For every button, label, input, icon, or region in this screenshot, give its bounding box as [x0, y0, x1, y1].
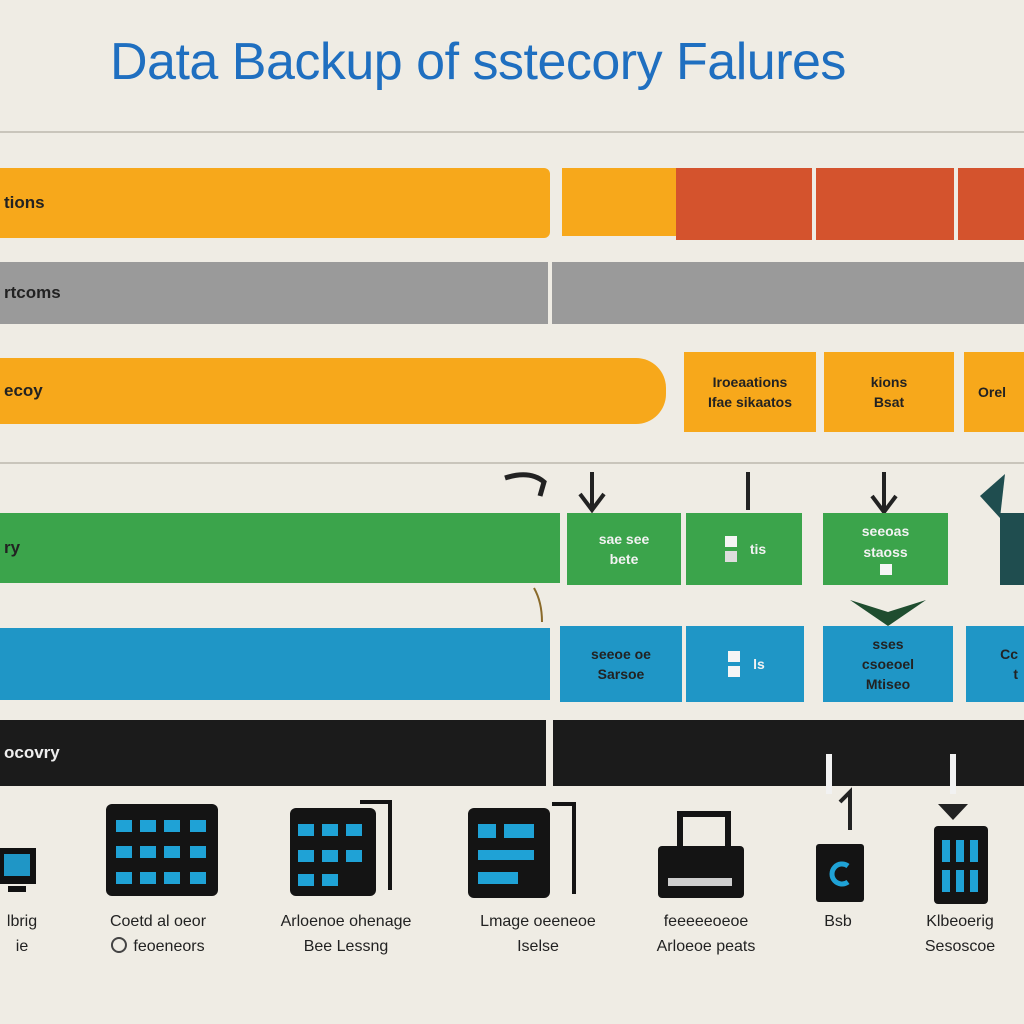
server-rack-icon [290, 800, 392, 896]
box-text: sses [872, 635, 904, 652]
orange-step-box: Orel [964, 352, 1024, 432]
blue-step-box: ls [686, 626, 804, 702]
row-segment-orange [562, 168, 677, 236]
box-text: seeoe oe [591, 645, 651, 662]
arrow-head [938, 804, 968, 820]
device-caption: Klbeoerig Sesoscoe [925, 910, 995, 960]
arrow-head-green [850, 600, 926, 626]
box-text: t [1013, 666, 1018, 682]
connector-stub [950, 754, 956, 794]
row-label: ecoy [4, 381, 43, 400]
box-text: csoeoel [861, 655, 915, 672]
box-text: staoss [863, 543, 908, 560]
box-text: Mtiseo [865, 676, 911, 693]
square-glyphs [725, 649, 743, 679]
row-segment-teal [1000, 513, 1024, 585]
arrow-line [533, 587, 543, 623]
connector-stub [826, 754, 832, 794]
square-glyph [879, 563, 892, 575]
caption-line: Bee Lessng [303, 937, 389, 955]
caption-line: Iselse [517, 937, 559, 955]
arrow-connectors-2 [533, 587, 926, 626]
box-text: kions [870, 373, 908, 390]
box-text: Cc [1000, 645, 1018, 662]
caption-line: feoeneors [133, 937, 205, 955]
caption-line: Klbeoerig [926, 913, 994, 930]
box-text: sae see [598, 530, 650, 547]
box-text: bete [609, 551, 639, 567]
circle-icon [111, 936, 128, 953]
square-glyphs [722, 534, 740, 564]
row-bar-black: ocovry [0, 720, 546, 786]
divider [0, 131, 1024, 133]
server-rack-icon [468, 802, 576, 898]
arrow-down [578, 472, 606, 514]
box-text: Iroeaations [712, 373, 788, 390]
arrow-line [838, 787, 852, 830]
box-text: ls [753, 655, 765, 672]
row-label: tions [4, 193, 45, 212]
arrow-connectors-3 [826, 754, 968, 830]
blue-step-box: seeoe oe Sarsoe [560, 626, 682, 702]
box-text: Orel [978, 383, 1007, 400]
server-rack-icon [106, 804, 218, 896]
divider [0, 462, 1024, 464]
box-text: Bsat [873, 394, 905, 410]
row-bar-green: ry [0, 513, 560, 583]
device-caption: Coetd al oeor feoeneors [110, 910, 206, 960]
row-segment-red-1 [676, 168, 812, 240]
device-caption: feeeeeoeoe Arloeoe peats [657, 910, 756, 960]
orange-step-box: Iroeaations Ifae sikaatos [684, 352, 816, 432]
arrow-down [870, 472, 898, 516]
row-segment-black [553, 720, 1024, 786]
arrow-connectors [504, 472, 1005, 518]
device-caption: lbrig ie [7, 910, 37, 960]
row-segment-gray [552, 262, 1024, 324]
row-segment-red-2 [816, 168, 954, 240]
box-text: Ifae sikaatos [707, 394, 793, 410]
box-text: tis [749, 540, 767, 557]
row-segment-red-3 [958, 168, 1024, 240]
caption-line: Bsb [824, 913, 852, 930]
box-text: seeoas [861, 523, 910, 540]
row-bar-orange-2: ecoy [0, 358, 666, 424]
device-caption: Arloenoe ohenage Bee Lessng [281, 910, 412, 960]
server-tower-icon [934, 826, 988, 904]
monitor-icon [0, 848, 36, 892]
caption-line: Arloenoe ohenage [280, 913, 412, 930]
blue-step-box: Cc t [966, 626, 1024, 702]
arrow-curve [504, 472, 547, 497]
box-text: Sarsoe [597, 666, 645, 682]
green-step-box: sae see bete [567, 513, 681, 585]
row-bar-gray: rtcoms [0, 262, 548, 324]
device-caption: Lmage oeeneoe Iselse [480, 910, 596, 960]
caption-line: Arloeoe peats [656, 937, 756, 955]
row-label: ocovry [4, 743, 60, 762]
caption-line: Lmage oeeneoe [480, 913, 596, 930]
device-caption: Bsb [824, 910, 852, 935]
row-label: rtcoms [4, 283, 61, 302]
green-step-box: seeoas staoss [823, 513, 948, 585]
caption-line: lbrig [6, 913, 38, 930]
arrow-head-teal [980, 474, 1005, 518]
row-label: ry [4, 538, 21, 557]
caption-line: Sesoscoe [924, 937, 996, 955]
caption-line: feeeeeoeoe [663, 913, 749, 930]
printer-icon [658, 811, 744, 898]
green-step-box: tis [686, 513, 802, 585]
row-bar-blue [0, 628, 550, 700]
row-bar-orange-1: tions [0, 168, 550, 238]
page-title: Data Backup of sstecory Falures [110, 33, 846, 91]
caption-line: ie [15, 937, 29, 955]
storage-drive-icon [816, 844, 864, 902]
caption-line: Coetd al oeor [109, 913, 207, 930]
blue-step-box: sses csoeoel Mtiseo [823, 626, 953, 702]
orange-step-box: kions Bsat [824, 352, 954, 432]
